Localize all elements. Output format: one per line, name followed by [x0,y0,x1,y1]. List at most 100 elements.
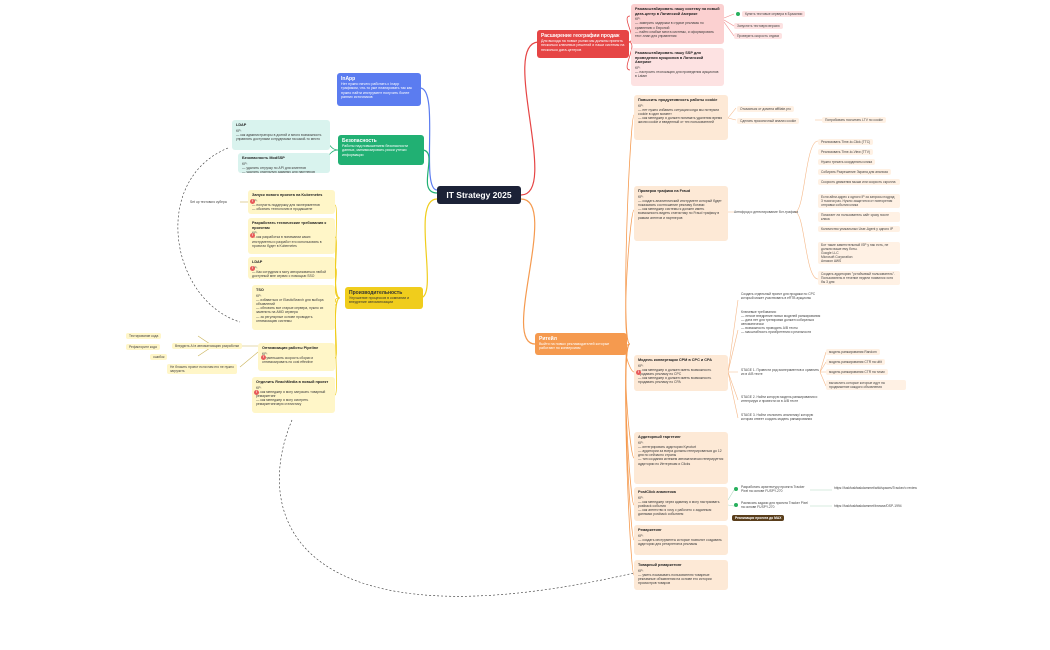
fraud-item-ttv[interactable]: Реализовать Time-to-View (TTV) [818,149,873,155]
retail-cpm-conversion[interactable]: Модель конвертации CPM в CPC и CPA KP: —… [634,355,728,391]
fraud-item-ttc[interactable]: Реализовать Time-to-Click (TTC) [818,139,874,145]
geo-task-buy-servers[interactable]: Купить тестовые сервера в Бразилии [742,11,806,17]
retail-product-remarketing[interactable]: Товарный ремаркетинг KP: — уметь показыв… [634,560,728,590]
node-title: LDAP [252,260,263,264]
status-done-icon [734,503,738,507]
cookie-subtask-2[interactable]: Сделать прокопочный анализ cookie [737,118,800,124]
node-title: Разработать технические требования к про… [252,221,327,230]
fraud-item-coords[interactable]: Нужно трекать координаты клика [818,159,876,165]
fraud-item-ip[interactable]: Если айпи-адрес к одного IP за запросы п… [818,194,900,208]
postclick-task-plan[interactable]: Расписать задачи для проекта Tracker Pix… [741,501,808,509]
root-node[interactable]: IT Strategy 2025 [437,186,521,204]
fraud-item-useragent[interactable]: Количество уникальных User-Agent у одног… [818,226,900,232]
retail-cookie[interactable]: Повысить продуктивность работы cookie KP… [634,95,728,140]
cpm-compute[interactable]: вычислить которые которые идут на продви… [826,380,906,390]
branch-geography-title: Расширение географии продаж [541,33,620,39]
cpm-model-random[interactable]: модель ранжирования Random [826,349,880,355]
security-modssp[interactable]: Безопасность ModSSP KP: — удалить отгруз… [238,153,330,173]
priority-icon: ! [254,390,259,395]
node-body: KP: — как менеджер через админку я могу … [638,495,720,517]
cpm-stage-1[interactable]: STAGE 1. Провести ряд экспериментов и ср… [741,368,820,376]
cookie-subtask-1[interactable]: Отказаться от домена affiliate.pro [737,106,794,112]
branch-inapp-body: Нет нужно ничего работать с Inapp трафик… [341,82,412,100]
pipe-ai[interactable]: Внедрить AI в автоматизацию разработки [172,343,243,349]
node-title: Размасштабировать нашу систему на новый … [635,7,720,16]
pipe-test-code[interactable]: Тестирование кода [126,333,162,339]
pipe-note[interactable]: Не блокить проект если нам его не нужно … [167,364,237,374]
node-body: KP: — получить поддержку для эксперимент… [252,199,320,211]
retail-remarketing[interactable]: Ремаркетинг KP: — создать инструменты ко… [634,525,728,555]
branch-inapp-title: InApp [341,76,356,82]
geo-task-test-version[interactable]: Запустить тестовую версию [734,23,783,29]
node-title: Модель конвертации CPM в CPC и CPA [638,358,712,362]
node-body: KP: — удалить отгрузку по API для клиент… [242,161,315,173]
security-ldap[interactable]: LDAP KP: — как администраторы в долгий и… [232,120,330,150]
node-title: Ремаркетинг [638,528,662,532]
cpm-model-ctr-ultit[interactable]: модель ранжирования CTR на ultit [826,359,885,365]
prod-ldap[interactable]: LDAP KP: — Как сотрудник я могу авторизо… [248,257,335,279]
node-title: TSO [256,288,264,292]
node-title: Размасштабировать нашу SSP для проведени… [635,51,704,65]
priority-icon: ! [261,355,266,360]
node-body: KP: — интегрировать аудитории Kynoturt —… [638,440,724,466]
fraud-item-isp[interactable]: Бот такие заметительный ISP у нас есть, … [818,242,900,264]
geo-latam-datacenter[interactable]: Размасштабировать нашу систему на новый … [631,4,724,44]
pipe-refactor-code[interactable]: Рефакторинг кода [126,344,160,350]
cpm-requirements[interactable]: Ключевые требования: — легкое внедрение … [741,310,821,334]
branch-security-title: Безопасность [342,138,377,144]
branch-retail[interactable]: Ритейл Выйти на новых рекламодателей кот… [535,333,627,355]
branch-security-body: Работы над повышением безопасности данны… [342,144,409,157]
geo-latam-ssp[interactable]: Размасштабировать нашу SSP для проведени… [631,48,724,86]
cpm-stage-2[interactable]: STAGE 2. Найти которую модель ранжирован… [741,395,818,403]
node-body: KP: — замерить задержки в отдаче рекламы… [635,17,714,38]
node-body: KP: — как менеджер я должен иметь возмож… [638,363,712,385]
node-title: Аудиторный таргетинг [638,435,681,439]
fraud-item-audience[interactable]: Создать аудиторию "устойчивый пользовате… [818,271,900,285]
node-body: KP: — создать инструменты которые позвол… [638,533,722,546]
prod-k8s-subtask[interactable]: Set up тестового кубера [190,200,227,204]
node-body: KP: — Как сотрудник я могу авторизоватьс… [252,266,326,278]
priority-icon: ! [250,199,255,204]
fraud-item-leave[interactable]: Помогает ли пользователь сайт сразу посл… [818,212,900,222]
fraud-item-mouse[interactable]: Скорость движения мыши или скорость скро… [818,179,900,185]
node-title: Отделить ReachMedia в новый проект [256,380,329,384]
postclick-task-arch[interactable]: Разработать архитектуру проекта Tracker … [741,485,805,493]
postclick-link-jira[interactable]: https://fuskfuskfaskdammet/browse/DSP-19… [834,504,902,508]
branch-security[interactable]: Безопасность Работы над повышением безоп… [338,135,424,165]
retail-audience-targeting[interactable]: Аудиторный таргетинг KP: — интегрировать… [634,432,728,484]
node-body: KP: — нет нужно избавить ситуации когда … [638,103,723,125]
branch-inapp[interactable]: InApp Нет нужно ничего работать с Inapp … [337,73,421,106]
branch-productivity-body: Улучшение процессов в компании и внедрен… [349,296,410,305]
branch-retail-body: Выйти на новых рекламодателей которые ра… [539,342,610,351]
retail-postclick[interactable]: PostClick аналитика KP: — как менеджер ч… [634,487,728,521]
fraud-antifraud-label[interactable]: Антифрод и детектирование бот-трафика [734,210,799,214]
cpm-model-ctr-teasers[interactable]: модель ранжирования CTR на тизах [826,369,888,375]
retail-fraud[interactable]: Проверка трафика на Fraud KP: — создать … [634,186,728,241]
priority-icon: ! [250,233,255,238]
branch-geography-body: Для выхода на новые рынки мы должны прин… [541,39,625,52]
fraud-item-screen[interactable]: Собирать Разрешение Экрана для анализа [818,169,891,175]
cookie-subtask-3[interactable]: Попробовать посчитать LTV по cookie [822,117,886,123]
prod-kubernetes[interactable]: Запуск нового проекта на Kubernetes KP: … [248,190,335,214]
prod-pipeline[interactable]: Оптимизация работы Pipeline KP: — уменьш… [258,343,335,371]
prod-tso[interactable]: TSO KP: — избавиться от ElasticSearch дл… [252,285,335,330]
postclick-link-wiki[interactable]: https://fuskfuskfaskdammet/wiki/spaces/T… [834,486,917,490]
status-done-icon [736,12,740,16]
node-title: Запуск нового проекта на Kubernetes [252,193,323,197]
status-done-icon [734,487,738,491]
cpm-stage-3[interactable]: STAGE 3. Найти отклонить аналитику/ кото… [741,413,814,421]
branch-productivity[interactable]: Производительность Улучшение процессов в… [345,287,423,309]
cpm-separate-project[interactable]: Создать отдельный проект для продажи по … [741,292,816,300]
branch-geography[interactable]: Расширение географии продаж Для выхода н… [537,30,629,58]
prod-tech-requirements[interactable]: Разработать технические требования к про… [248,218,335,254]
branch-productivity-title: Производительность [349,290,403,296]
node-body: KP: — создать аналитический инструмент к… [638,194,722,220]
pipe-errors[interactable]: ошибок [150,354,168,360]
node-title: Повысить продуктивность работы cookie [638,98,718,102]
node-title: Проверка трафика на Fraud [638,189,691,193]
geo-task-check-speed[interactable]: Проверить скорость отдачи [734,33,783,39]
node-title: PostClick аналитика [638,490,676,494]
prod-reachmedia[interactable]: Отделить ReachMedia в новый проект KP: —… [252,377,335,413]
node-body: KP: — избавиться от ElasticSearch для вы… [256,293,324,323]
node-title: Безопасность ModSSP [242,156,285,160]
